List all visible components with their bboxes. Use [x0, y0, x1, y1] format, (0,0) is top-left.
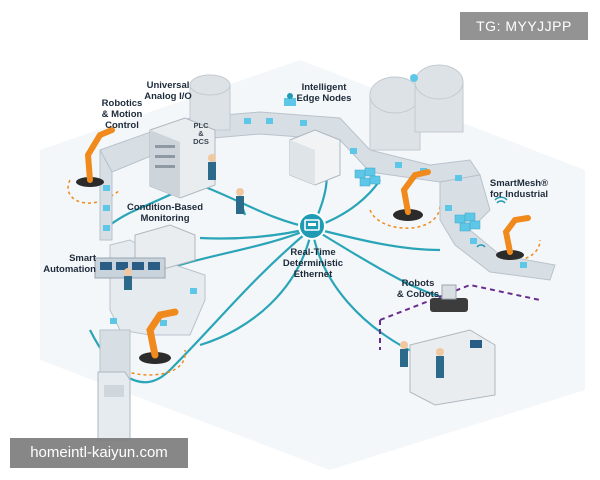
monitoring-station: [94, 224, 196, 279]
cabinet-icon: [149, 117, 216, 199]
edge-server: [289, 129, 341, 186]
orange-robot-path: [369, 204, 441, 229]
cobot-workstation: [409, 329, 496, 406]
tank-valve: [410, 74, 418, 82]
label-universal-analog-io: Universal Analog I/O: [144, 80, 192, 102]
person-icon: [124, 154, 444, 378]
ethernet-hub-icon: [298, 212, 326, 240]
robot-arm-icon: [76, 127, 531, 364]
label-robotics-motion-control: Robotics & Motion Control: [101, 98, 143, 131]
pallet-boxes: [354, 167, 481, 232]
label-smartmesh-industrial: SmartMesh® for Industrial: [489, 178, 549, 200]
label-real-time-ethernet: Real-Time Deterministic Ethernet: [282, 247, 344, 280]
label-smart-automation: Smart Automation: [43, 253, 96, 275]
watermark-site: homeintl-kaiyun.com: [10, 438, 188, 468]
label-plc-dcs: PLC & DCS: [193, 121, 209, 146]
edge-node-device: [284, 93, 296, 106]
label-intelligent-edge-nodes: Intelligent Edge Nodes: [296, 82, 352, 104]
watermark-tg: TG: MYYJJPP: [460, 12, 588, 40]
label-condition-based-monitoring: Condition-Based Monitoring: [127, 202, 203, 224]
label-robots-cobots: Robots & Cobots: [396, 278, 440, 300]
purple-agv-path: [379, 283, 541, 350]
agv-robot: [430, 284, 468, 312]
packing-machine: [97, 371, 131, 441]
wifi-icon: [476, 196, 508, 248]
